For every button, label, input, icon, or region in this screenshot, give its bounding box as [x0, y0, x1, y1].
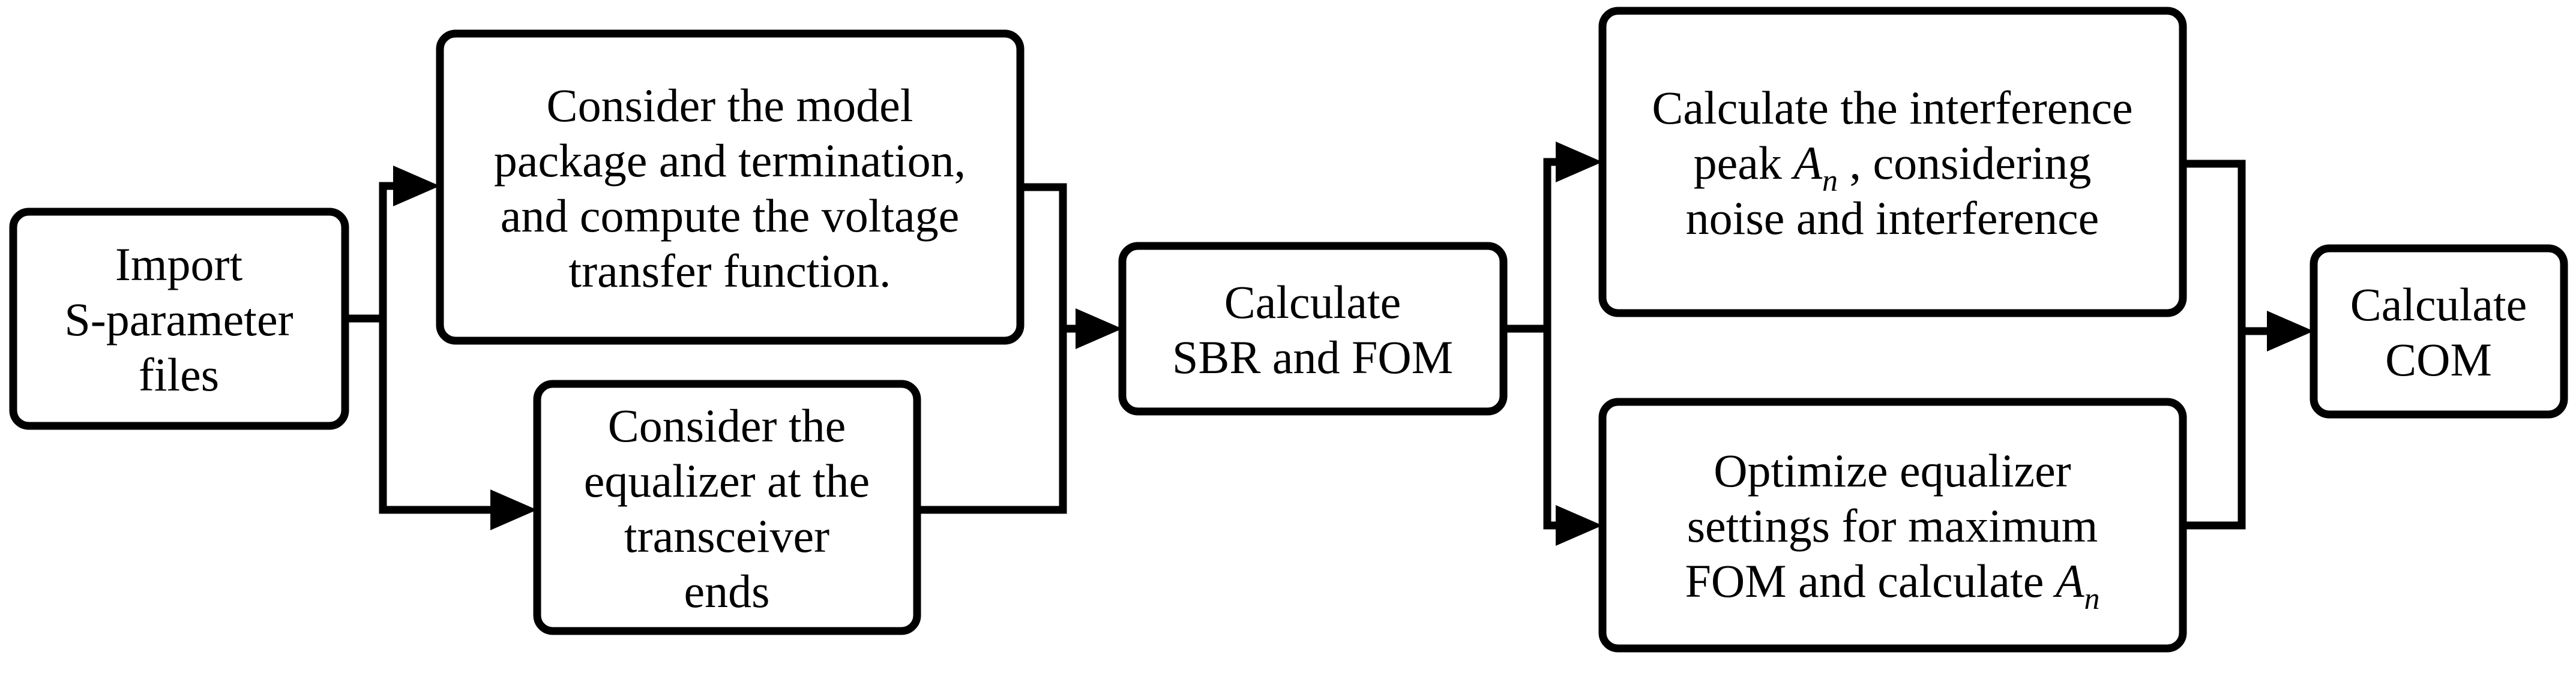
- box-text-line: ends: [684, 565, 770, 617]
- box-optimize-equalizer-settings: Optimize equalizer settings for maximum …: [1598, 398, 2187, 653]
- arrowhead-into-interference-peak: [1556, 142, 1602, 182]
- box-equalizer-transceiver-ends: Consider the equalizer at the transceive…: [533, 380, 921, 635]
- box-interference-peak: Calculate the interference peak An , con…: [1598, 7, 2187, 317]
- box-text-line: transfer function.: [568, 245, 891, 297]
- box-text-line: and compute the voltage: [501, 190, 960, 242]
- arrowhead-into-sbr-fom: [1076, 308, 1122, 349]
- box-text-line: SBR and FOM: [1172, 331, 1453, 383]
- box-text-line: Import: [115, 238, 243, 290]
- box-text-line: Calculate: [1224, 276, 1401, 328]
- box-text-line: Consider the: [608, 399, 846, 452]
- box-calculate-sbr-fom: Calculate SBR and FOM: [1118, 242, 1508, 416]
- box-calculate-com: Calculate COM: [2310, 244, 2568, 419]
- box-text-line: Calculate: [2350, 278, 2527, 331]
- box-text-line: equalizer at the: [584, 455, 870, 507]
- arrowhead-into-com: [2267, 311, 2314, 351]
- box-text-line-subscript: FOM and calculate An: [1685, 555, 2100, 616]
- box-text-line: Consider the model: [547, 79, 913, 131]
- arrowhead-into-equalizer-ends: [490, 489, 537, 530]
- connector-merge-into-com: [2179, 160, 2276, 530]
- box-text-line: files: [139, 348, 219, 401]
- box-text-line-subscript: peak An , considering: [1694, 137, 2092, 198]
- box-text-line: settings for maximum: [1687, 500, 2098, 552]
- box-text-line: package and termination,: [494, 134, 966, 187]
- connector-split-from-sbr-fom: [1499, 158, 1566, 530]
- box-text-line: Optimize equalizer: [1714, 444, 2071, 497]
- box-text-line: S-parameter: [64, 293, 293, 345]
- box-text-line: COM: [2385, 334, 2492, 386]
- box-text-line: noise and interference: [1686, 192, 2099, 244]
- box-voltage-transfer-function: Consider the model package and terminati…: [436, 29, 1025, 345]
- box-import-s-parameter-files: Import S-parameter files: [9, 208, 349, 430]
- connector-split-from-import: [341, 182, 501, 514]
- arrowhead-into-optimize-equalizer: [1556, 505, 1602, 546]
- box-text-line: Calculate the interference: [1652, 82, 2132, 134]
- connector-merge-into-sbr-fom: [913, 183, 1085, 514]
- box-text-line: transceiver: [624, 510, 829, 562]
- arrowhead-into-voltage-transfer: [393, 166, 440, 206]
